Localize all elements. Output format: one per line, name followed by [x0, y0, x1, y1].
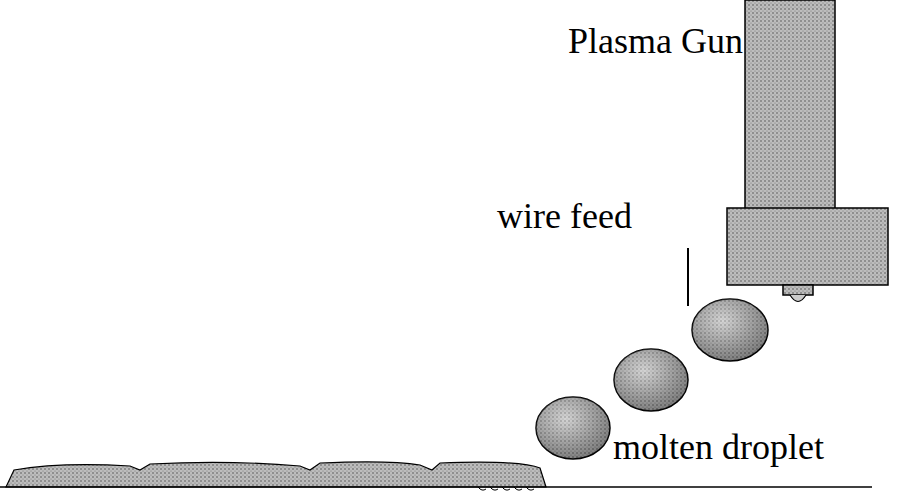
nozzle-drop	[790, 295, 806, 302]
wire	[687, 248, 689, 306]
text-label: Plasma Gun	[568, 22, 743, 62]
substrate	[0, 486, 872, 488]
gun-nozzle	[783, 285, 813, 295]
solidification-marks	[478, 487, 534, 490]
text-label: wire feed	[497, 197, 632, 237]
deposit	[6, 462, 546, 487]
text-label: molten droplet	[613, 428, 824, 468]
gun-head	[727, 208, 888, 285]
gun-body	[745, 0, 835, 210]
